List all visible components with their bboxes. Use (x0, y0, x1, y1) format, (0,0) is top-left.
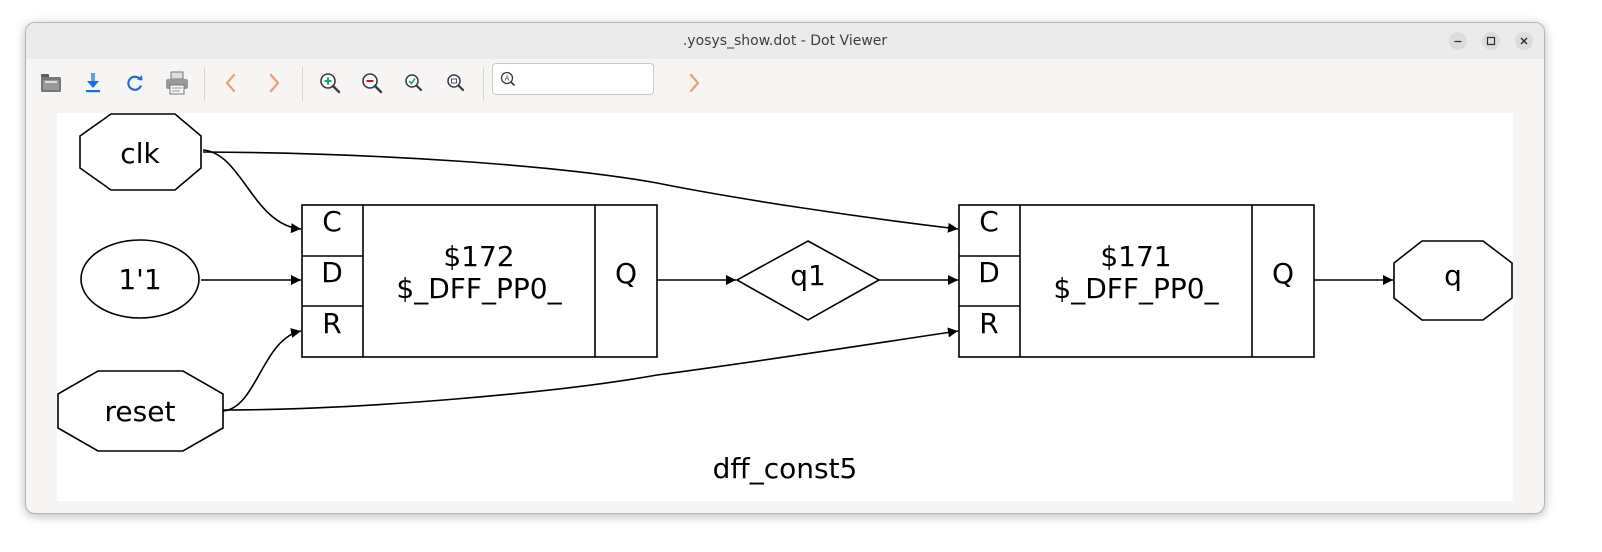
forward-icon (269, 73, 280, 93)
graph-canvas[interactable]: clk 1'1 reset C D R $17 (57, 113, 1513, 501)
output-label-q: q (1444, 259, 1462, 292)
zoom-in-icon (320, 73, 341, 94)
back-button[interactable] (215, 67, 247, 99)
output-node-q[interactable]: q (1393, 240, 1513, 321)
title-bar[interactable]: .yosys_show.dot - Dot Viewer (26, 23, 1544, 60)
forward-button[interactable] (258, 67, 290, 99)
find-next-button[interactable] (678, 67, 710, 99)
zoom-out-button[interactable] (356, 67, 388, 99)
edge-clk-to-172-c (202, 149, 302, 234)
reload-icon (127, 75, 143, 91)
input-node-clk[interactable]: clk (79, 113, 202, 191)
edge-reset-to-172-r (222, 328, 302, 412)
input-node-reset[interactable]: reset (57, 370, 224, 452)
edge-clk-to-171-c (202, 151, 959, 233)
graph-caption: dff_const5 (713, 452, 858, 485)
port-label: C (322, 205, 342, 238)
toolbar-separator (204, 67, 205, 101)
zoom-in-button[interactable] (314, 67, 346, 99)
toolbar-separator (483, 67, 484, 101)
port-label: Q (1272, 257, 1294, 290)
svg-text:A: A (505, 75, 510, 83)
port-label: D (978, 256, 1000, 289)
port-label: D (321, 256, 343, 289)
zoom-out-icon (362, 73, 383, 94)
edge-reset-to-171-r (222, 327, 959, 411)
port-label: C (979, 205, 999, 238)
zoom-100-button[interactable] (440, 67, 472, 99)
open-icon (41, 74, 61, 92)
toolbar-separator (302, 67, 303, 101)
print-button[interactable] (161, 67, 193, 99)
toolbar (26, 59, 1544, 111)
print-icon (166, 71, 188, 95)
cell-node[interactable]: C D R $171 $_DFF_PP0_ Q (958, 204, 1315, 358)
port-label: Q (615, 257, 637, 290)
save-icon (86, 73, 100, 93)
wire-label-q1: q1 (790, 259, 826, 292)
search-input[interactable] (519, 68, 651, 92)
cell-id: $171 (1100, 240, 1171, 273)
reload-button[interactable] (119, 67, 151, 99)
window-title: .yosys_show.dot - Dot Viewer (682, 33, 888, 49)
search-box[interactable]: A (492, 63, 654, 95)
cell-node[interactable]: C D R $172 $_DFF_PP0_ Q (301, 204, 658, 358)
back-icon (225, 73, 236, 93)
cell-id: $172 (443, 240, 514, 273)
open-button[interactable] (35, 67, 67, 99)
cell-type: $_DFF_PP0_ (396, 272, 562, 305)
zoom-100-icon (447, 74, 465, 92)
input-label-reset: reset (105, 395, 176, 428)
constant-label: 1'1 (118, 263, 161, 296)
input-label-clk: clk (120, 137, 160, 170)
search-icon: A (500, 71, 516, 87)
wire-node-q1[interactable]: q1 (735, 240, 881, 321)
port-label: R (979, 307, 998, 340)
port-label: R (322, 307, 341, 340)
save-button[interactable] (77, 67, 109, 99)
maximize-icon (1486, 36, 1496, 46)
zoom-fit-icon (405, 74, 423, 92)
close-button[interactable] (1515, 32, 1533, 50)
dot-graph: clk 1'1 reset C D R $17 (57, 113, 1513, 485)
maximize-button[interactable] (1482, 32, 1500, 50)
cell-type: $_DFF_PP0_ (1053, 272, 1219, 305)
zoom-fit-button[interactable] (398, 67, 430, 99)
graph-edges (201, 149, 1393, 412)
minimize-button[interactable] (1449, 32, 1467, 50)
close-icon (1520, 37, 1528, 45)
dot-viewer-window: .yosys_show.dot - Dot Viewer (25, 22, 1545, 514)
minimize-icon (1454, 40, 1462, 43)
chevron-right-icon (689, 73, 700, 93)
constant-node[interactable]: 1'1 (80, 239, 200, 319)
